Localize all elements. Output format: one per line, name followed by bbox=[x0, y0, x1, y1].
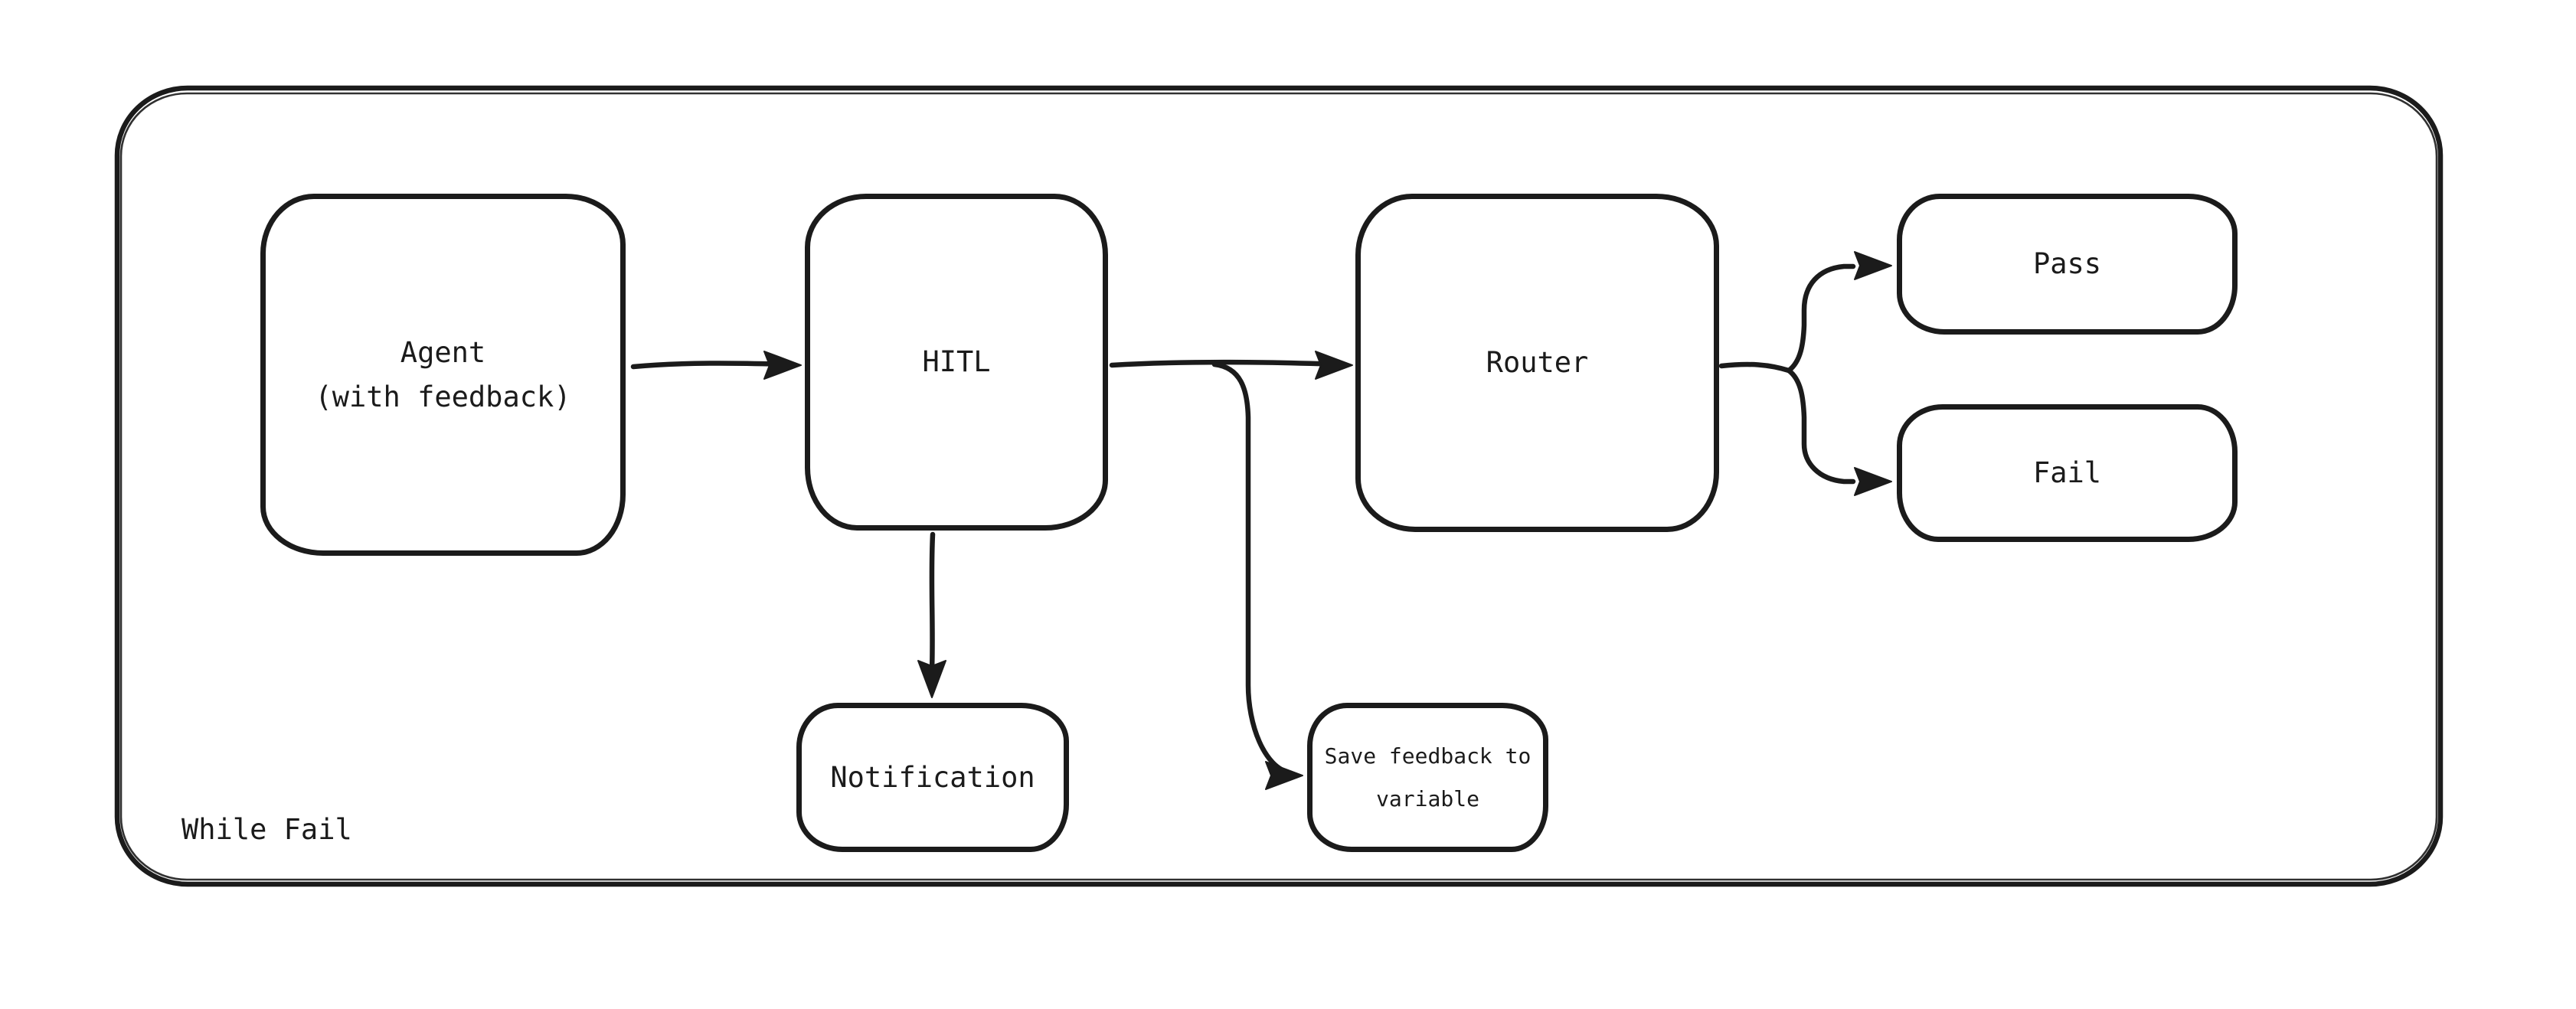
edge-line bbox=[630, 361, 792, 370]
edge-hitl-to-notification[interactable] bbox=[917, 531, 946, 698]
arrowhead-icon bbox=[1854, 467, 1892, 496]
fail-node[interactable]: Fail bbox=[1897, 404, 2238, 542]
edge-line bbox=[1786, 367, 1856, 485]
arrowhead-icon bbox=[763, 351, 802, 380]
hitl-node[interactable]: HITL bbox=[805, 194, 1108, 531]
edge-hitl-to-save-feedback[interactable] bbox=[1211, 361, 1303, 790]
agent-label: Agent (with feedback) bbox=[315, 335, 571, 413]
arrowhead-icon bbox=[1265, 761, 1303, 790]
save-feedback-label: Save feedback to variable bbox=[1324, 743, 1532, 811]
fail-label: Fail bbox=[2032, 456, 2102, 490]
arrowhead-icon bbox=[1854, 251, 1892, 280]
edge-agent-to-hitl[interactable] bbox=[630, 351, 802, 380]
hitl-label: HITL bbox=[922, 345, 991, 379]
edge-line bbox=[1718, 263, 1856, 374]
notification-node[interactable]: Notification bbox=[796, 703, 1069, 852]
while-fail-frame[interactable] bbox=[114, 85, 2444, 887]
notification-label: Notification bbox=[830, 760, 1035, 794]
edge-hitl-to-router[interactable] bbox=[1109, 351, 1353, 380]
router-node[interactable]: Router bbox=[1355, 194, 1719, 532]
edge-line bbox=[929, 531, 936, 674]
while-fail-frame-outline-echo bbox=[119, 92, 2438, 881]
pass-node[interactable]: Pass bbox=[1897, 194, 2238, 335]
while-fail-frame-outline bbox=[114, 85, 2444, 887]
arrowhead-icon bbox=[917, 660, 946, 698]
router-label: Router bbox=[1486, 346, 1589, 380]
save-feedback-node[interactable]: Save feedback to variable bbox=[1307, 703, 1548, 852]
edge-router-to-fail[interactable] bbox=[1786, 367, 1892, 496]
edge-line bbox=[1109, 359, 1343, 368]
pass-label: Pass bbox=[2032, 247, 2102, 281]
agent-node[interactable]: Agent (with feedback) bbox=[260, 194, 626, 556]
edge-line bbox=[1211, 361, 1294, 776]
edge-router-to-pass[interactable] bbox=[1718, 251, 1892, 374]
while-fail-label: While Fail bbox=[181, 813, 352, 846]
arrowhead-icon bbox=[1315, 351, 1353, 380]
